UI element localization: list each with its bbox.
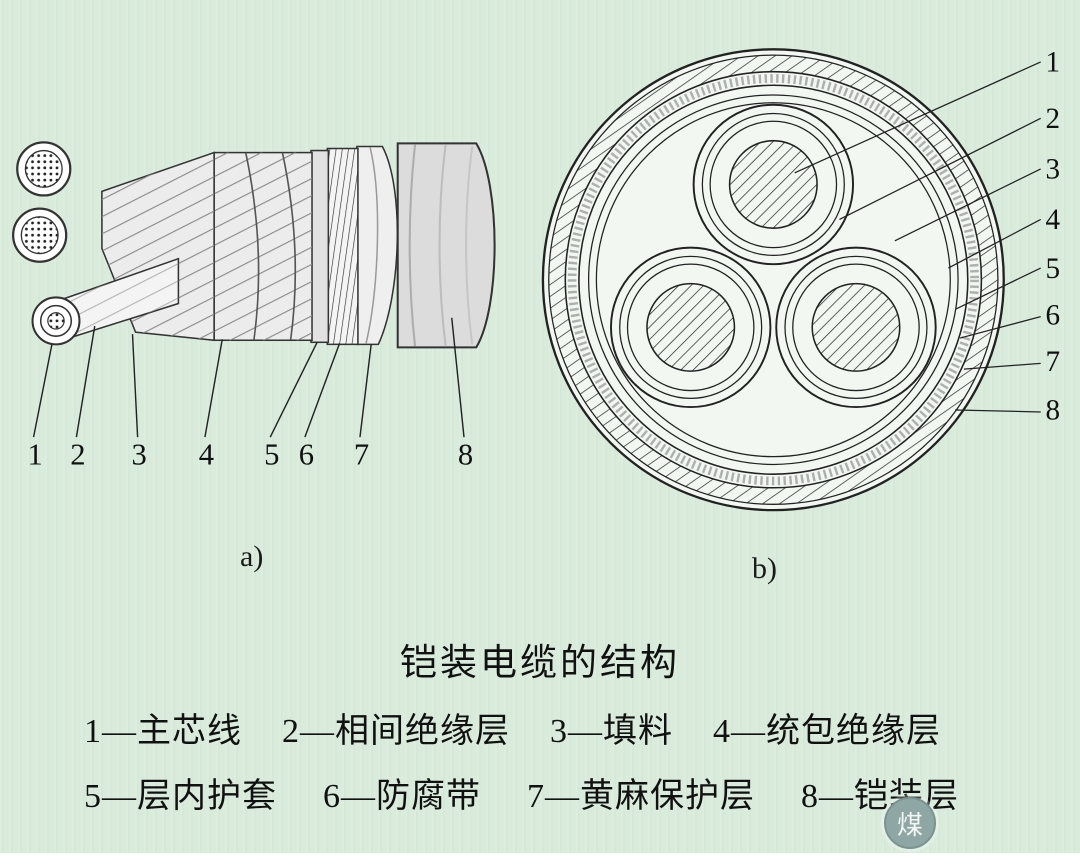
labels-a: 1 2 3 4 5 6 7 8 (27, 438, 473, 472)
leader-lines-b (794, 61, 1041, 413)
leader-lines-a (32, 317, 465, 438)
legend-row-2: 5—层内护套 6—防腐带 7—黄麻保护层 8—铠装层 (84, 768, 959, 817)
label-a-1: 1 (27, 438, 42, 472)
label-a-3: 3 (131, 438, 146, 472)
cable-cross-section-diagram: 1 2 3 4 5 6 7 8 (541, 47, 1061, 512)
watermark-badge: 煤 (884, 797, 936, 849)
label-a-7: 7 (354, 438, 369, 472)
layer-jute (356, 145, 399, 346)
labels-b: 1 2 3 4 5 6 7 8 (1046, 47, 1061, 427)
layer-anticorrosion-band (326, 147, 359, 346)
armor-ring (548, 55, 998, 505)
core-bottom-right (775, 246, 937, 409)
core-stranded-middle (12, 207, 68, 263)
caption-b: b) (752, 552, 777, 585)
cable-cutaway-diagram: 1 2 3 4 5 6 7 8 (12, 141, 496, 472)
legend-item-8: 8—铠装层 (801, 778, 959, 815)
label-b-4: 4 (1046, 204, 1061, 236)
watermark-char: 煤 (896, 810, 923, 840)
layer-belt-insulation (213, 151, 313, 342)
legend-item-2: 2—相间绝缘层 (282, 713, 510, 750)
label-b-8: 8 (1046, 395, 1061, 427)
label-b-1: 1 (1046, 47, 1061, 79)
label-b-3: 3 (1046, 154, 1061, 186)
caption-a: a) (240, 540, 264, 573)
scan-edge-strip (0, 853, 1080, 864)
label-a-8: 8 (458, 438, 473, 472)
core-top (692, 103, 855, 266)
layer-inner-sheath (310, 149, 330, 344)
legend-item-4: 4—统包绝缘层 (713, 713, 941, 750)
legend-item-1: 1—主芯线 (84, 713, 242, 750)
legend-item-6: 6—防腐带 (323, 778, 481, 815)
figure-title: 铠装电缆的结构 (400, 643, 680, 684)
label-b-6: 6 (1046, 299, 1061, 331)
label-a-4: 4 (199, 438, 214, 472)
label-a-6: 6 (299, 438, 314, 472)
core-stranded-top (16, 141, 72, 197)
jute-ring (567, 74, 979, 486)
label-a-2: 2 (70, 438, 85, 472)
legend-item-5: 5—层内护套 (84, 778, 277, 815)
legend-row-1: 1—主芯线 2—相间绝缘层 3—填料 4—统包绝缘层 (84, 703, 941, 752)
label-b-7: 7 (1046, 346, 1061, 378)
label-a-5: 5 (264, 438, 279, 472)
label-b-5: 5 (1046, 253, 1061, 285)
legend-item-3: 3—填料 (550, 713, 673, 750)
core-bottom-left (609, 246, 772, 409)
core-bottom-cylinder (31, 257, 180, 346)
layer-armor-sheath (396, 142, 496, 349)
label-b-2: 2 (1046, 103, 1061, 135)
legend-item-7: 7—黄麻保护层 (527, 778, 755, 815)
